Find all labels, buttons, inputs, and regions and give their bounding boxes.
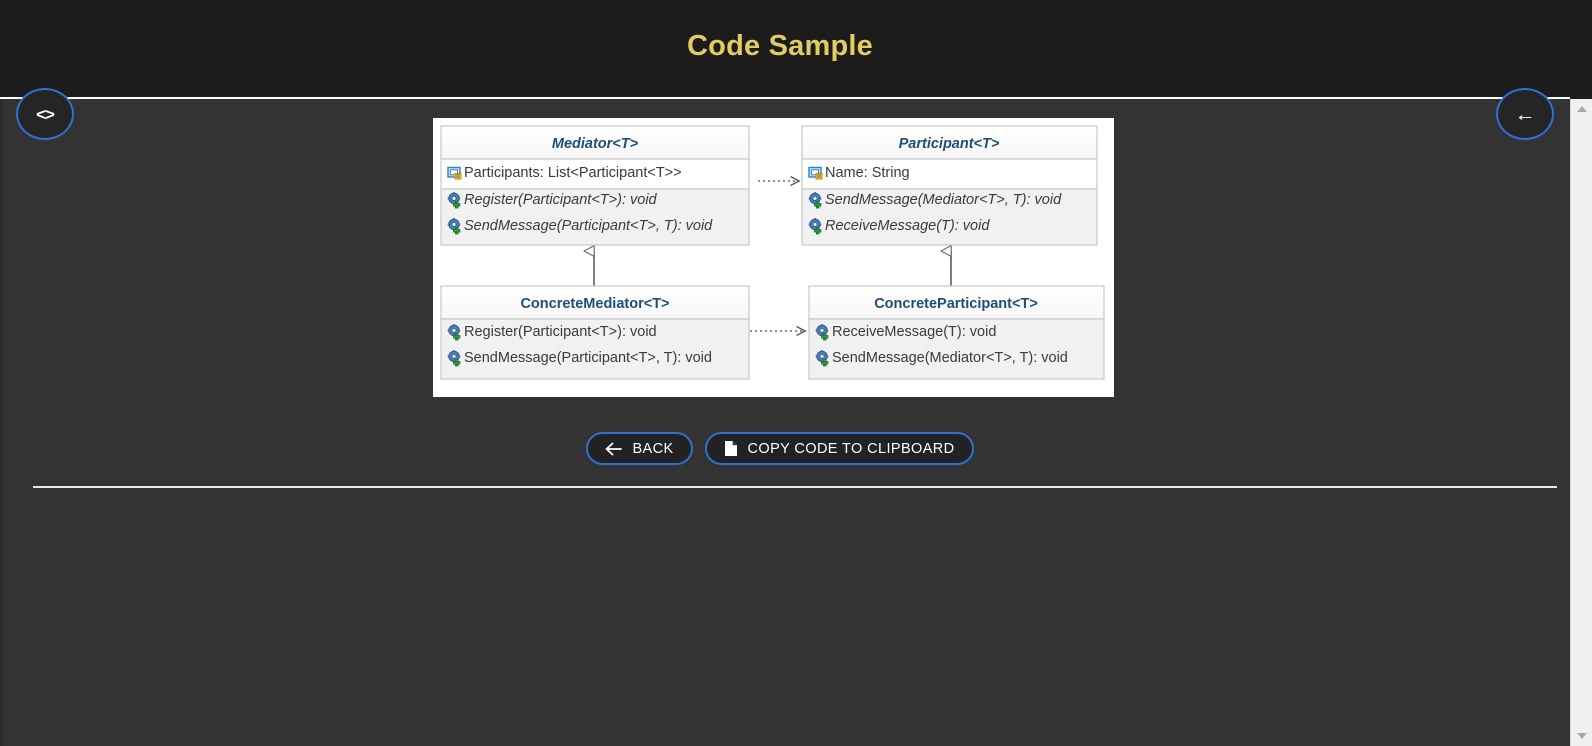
class-title: Participant<T> [899, 136, 1000, 152]
back-button[interactable]: BACK [586, 432, 693, 465]
class-title: Mediator<T> [552, 136, 639, 152]
scrollbar-track[interactable] [1571, 99, 1592, 746]
page-title: Code Sample [687, 30, 873, 62]
back-button-label: BACK [632, 440, 674, 457]
page-header: Code Sample [0, 0, 1570, 99]
uml-class-diagram: Mediator<T> Participants: List<Participa… [433, 118, 1114, 397]
uml-class-mediator: Mediator<T> Participants: List<Participa… [440, 125, 750, 246]
uml-class-concrete-participant: ConcreteParticipant<T> ReceiveMessage(T)… [808, 285, 1105, 380]
class-member: SendMessage(Mediator<T>, T): void [832, 350, 1068, 366]
left-edge-rule [0, 99, 2, 746]
uml-class-concrete-mediator: ConcreteMediator<T> Register(Participant… [440, 285, 750, 380]
scrollbar-corner [1570, 0, 1592, 99]
class-title: ConcreteMediator<T> [520, 296, 669, 312]
class-member: SendMessage(Participant<T>, T): void [464, 218, 713, 234]
chevron-up-icon [1577, 106, 1587, 112]
code-icon: <> [36, 104, 55, 124]
class-member: ReceiveMessage(T): void [825, 218, 990, 234]
copy-code-button[interactable]: COPY CODE TO CLIPBOARD [704, 432, 974, 465]
arrow-left-icon [605, 442, 623, 456]
property-icon [808, 166, 823, 180]
action-bar: BACK COPY CODE TO CLIPBOARD [0, 432, 1560, 465]
class-member: Register(Participant<T>): void [464, 324, 657, 340]
copy-code-button-label: COPY CODE TO CLIPBOARD [747, 440, 955, 457]
scroll-up-button[interactable] [1571, 99, 1592, 119]
class-member: Register(Participant<T>): void [464, 192, 658, 208]
class-member: Participants: List<Participant<T>> [464, 165, 682, 181]
class-member: SendMessage(Participant<T>, T): void [464, 350, 712, 366]
class-member: ReceiveMessage(T): void [832, 324, 996, 340]
chevron-down-icon [1577, 733, 1587, 739]
class-member: SendMessage(Mediator<T>, T): void [825, 192, 1062, 208]
code-toggle-button[interactable]: <> [16, 88, 74, 140]
back-arrow-button[interactable]: ← [1496, 88, 1554, 140]
arrow-left-icon: ← [1514, 102, 1536, 126]
section-divider [33, 486, 1557, 488]
uml-diagram-canvas: Mediator<T> Participants: List<Participa… [440, 125, 1105, 380]
uml-class-participant: Participant<T> Name: String SendMessage(… [801, 125, 1098, 246]
class-title: ConcreteParticipant<T> [874, 296, 1038, 312]
scroll-down-button[interactable] [1571, 726, 1592, 746]
vertical-scrollbar[interactable] [1570, 99, 1592, 746]
class-member: Name: String [825, 165, 910, 181]
file-copy-icon [724, 440, 738, 457]
property-icon [447, 166, 462, 180]
